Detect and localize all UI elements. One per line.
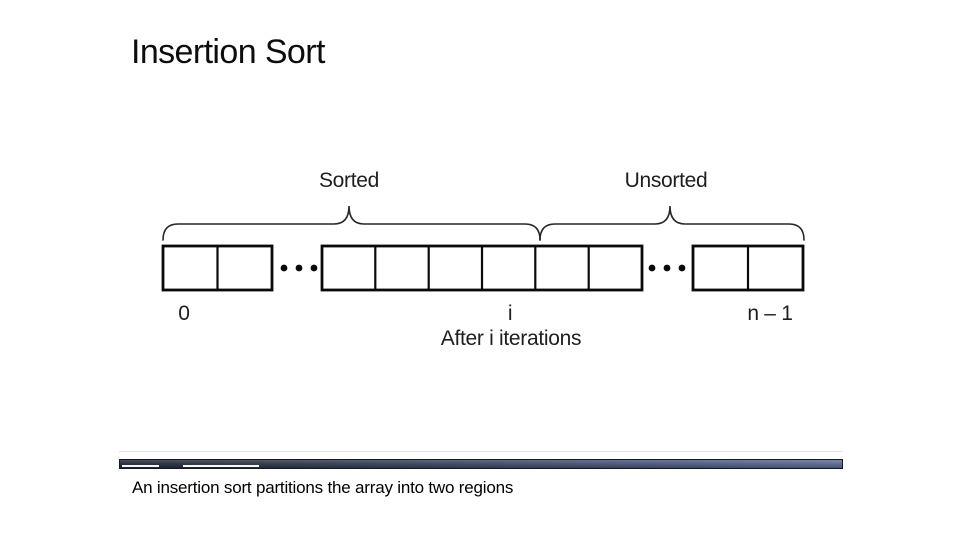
- slide-caption: An insertion sort partitions the array i…: [132, 478, 514, 497]
- figure-subtitle: After i iterations: [440, 327, 582, 350]
- slide-title: Insertion Sort: [131, 33, 325, 71]
- array-cell: [161, 244, 274, 292]
- array-group-middle: [320, 244, 644, 292]
- array-group-right: [691, 244, 805, 292]
- unsorted-brace: [539, 205, 805, 241]
- divider-shadow-line: [119, 451, 843, 452]
- unsorted-region-label: Unsorted: [624, 169, 708, 192]
- divider-bar: [119, 459, 843, 469]
- ellipsis-dot: [280, 264, 288, 272]
- array-group-left: [161, 244, 274, 292]
- index-label-last: n – 1: [747, 302, 793, 325]
- divider-accent-line-1: [122, 465, 159, 467]
- sorted-region-label: Sorted: [318, 169, 380, 192]
- ellipsis-right: [648, 264, 686, 272]
- ellipsis-dot: [648, 264, 656, 272]
- array-cell: [691, 244, 805, 292]
- sorted-brace: [162, 205, 541, 241]
- ellipsis-dot: [678, 264, 686, 272]
- ellipsis-dot: [310, 264, 318, 272]
- ellipsis-left: [280, 264, 318, 272]
- ellipsis-dot: [663, 264, 671, 272]
- index-label-boundary: i: [507, 302, 513, 325]
- ellipsis-dot: [295, 264, 303, 272]
- divider-accent-line-2: [183, 465, 259, 467]
- index-label-first: 0: [178, 302, 190, 325]
- array-cell: [320, 244, 644, 292]
